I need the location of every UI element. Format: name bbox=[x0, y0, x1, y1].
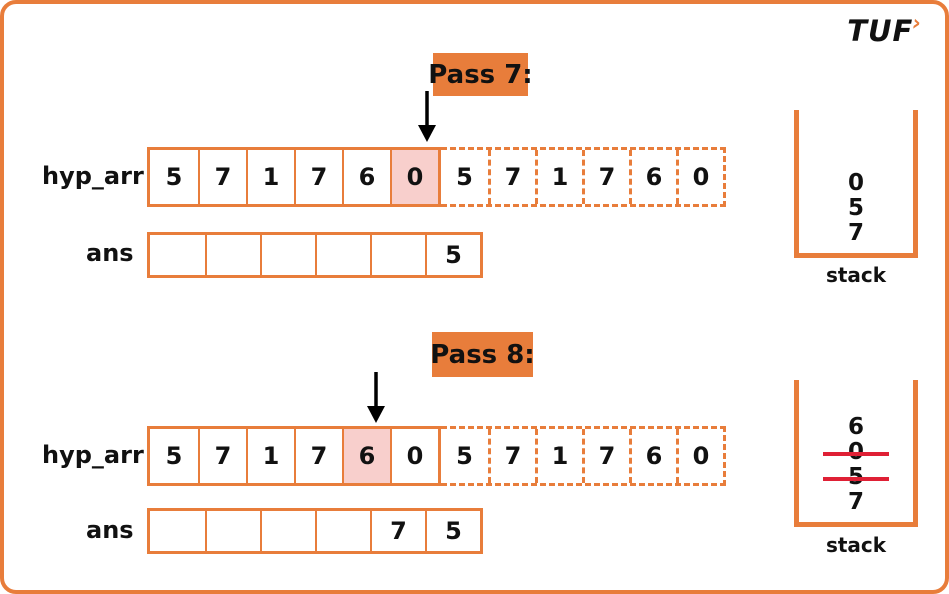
array-cell: 7 bbox=[488, 429, 535, 483]
tuf-logo: TUF › bbox=[847, 11, 923, 48]
array-cell: 0 bbox=[390, 429, 438, 483]
array-cell bbox=[315, 511, 370, 551]
chevron-right-icon: › bbox=[912, 11, 922, 35]
down-arrow-icon bbox=[418, 91, 436, 142]
stack-item: 5 bbox=[847, 195, 864, 221]
ans-row: 5 bbox=[147, 232, 483, 278]
pass-7-title: Pass 7: bbox=[428, 53, 533, 96]
array-cell: 6 bbox=[629, 429, 676, 483]
array-cell bbox=[315, 235, 370, 275]
array-cell: 5 bbox=[456, 163, 473, 191]
array-cell bbox=[150, 235, 205, 275]
ans-label: ans bbox=[86, 516, 134, 544]
stack-item: 7 bbox=[847, 220, 864, 246]
array-cell: 7 bbox=[294, 150, 342, 204]
array-cell: 5 bbox=[456, 442, 473, 470]
array-cell: 7 bbox=[294, 429, 342, 483]
array-cell: 6 bbox=[342, 150, 390, 204]
array-cell bbox=[150, 511, 205, 551]
stack-label: stack bbox=[825, 263, 887, 287]
array-cell: 7 bbox=[370, 511, 425, 551]
array-cell: 7 bbox=[198, 429, 246, 483]
pass-8-title: Pass 8: bbox=[430, 332, 535, 377]
array-cell: 7 bbox=[488, 150, 535, 204]
down-arrow-icon bbox=[367, 372, 385, 423]
array-cell: 1 bbox=[246, 150, 294, 204]
array-cell: 6 bbox=[629, 150, 676, 204]
array-cell: 0 bbox=[676, 429, 723, 483]
array-cell bbox=[205, 235, 260, 275]
array-cell-highlighted: 6 bbox=[342, 429, 390, 483]
array-cell bbox=[260, 511, 315, 551]
array-cell bbox=[260, 235, 315, 275]
array-cell: 1 bbox=[246, 429, 294, 483]
hyp-arr-label: hyp_arr bbox=[42, 162, 144, 190]
array-cell-highlighted: 0 bbox=[390, 150, 438, 204]
stack-item-popped: 5 bbox=[822, 464, 890, 490]
tuf-logo-text: TUF bbox=[847, 14, 914, 48]
stack-label: stack bbox=[825, 533, 887, 557]
array-cell: 5 bbox=[425, 511, 480, 551]
array-cell: 7 bbox=[582, 150, 629, 204]
array-cell: 5 bbox=[150, 429, 198, 483]
stack-item: 0 bbox=[847, 170, 864, 196]
array-cell bbox=[205, 511, 260, 551]
ans-label: ans bbox=[86, 239, 134, 267]
ans-cells: 5 bbox=[147, 232, 483, 278]
stack-item: 7 bbox=[847, 489, 864, 515]
array-cell: 5 bbox=[425, 235, 480, 275]
array-cell: 1 bbox=[535, 150, 582, 204]
stack-item: 6 bbox=[847, 414, 864, 440]
array-cell bbox=[370, 235, 425, 275]
array-cell: 0 bbox=[676, 150, 723, 204]
array-cell: 5 bbox=[150, 150, 198, 204]
hyp-arr-label: hyp_arr bbox=[42, 441, 144, 469]
array-cell: 1 bbox=[535, 429, 582, 483]
stack-item-popped: 0 bbox=[822, 439, 890, 465]
array-cell: 7 bbox=[198, 150, 246, 204]
array-cell: 7 bbox=[582, 429, 629, 483]
